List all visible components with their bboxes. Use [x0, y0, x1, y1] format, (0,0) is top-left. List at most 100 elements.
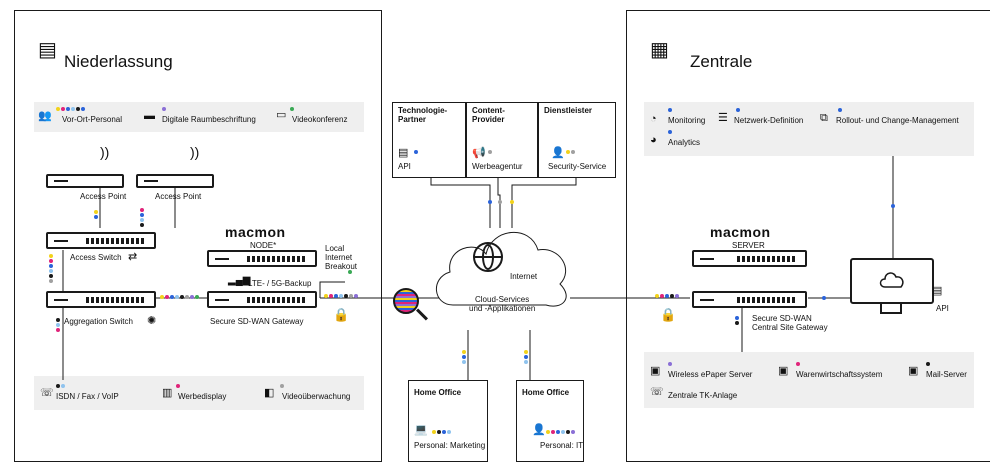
sdwan-gateway — [207, 291, 317, 308]
monitoring-icon: ◔ — [650, 113, 657, 125]
rollout-dot — [838, 108, 842, 112]
partner-title-line-1: Dienstleister — [544, 106, 593, 115]
home-office-1-dots — [462, 350, 466, 364]
user-icon: 👤 — [532, 424, 546, 436]
cloud-services-line-2: und -Applikationen — [469, 304, 536, 313]
user-icon: 👤 — [551, 147, 565, 159]
building-icon: ▤ — [38, 39, 57, 61]
hq-item-pbx: Zentrale TK-Anlage — [668, 391, 738, 400]
hq-title: Zentrale — [690, 52, 753, 71]
lte-backup-label: LTE- / 5G-Backup — [248, 279, 312, 288]
hq-api-label: API — [936, 304, 949, 313]
megaphone-icon: 📢 — [472, 147, 486, 159]
connection-lines — [62, 156, 894, 380]
signal-icon: ▂▄▆ — [228, 275, 251, 286]
camera-icon: ◧ — [264, 387, 275, 399]
hq-top-band — [644, 102, 974, 156]
node-device — [207, 250, 317, 267]
branch-item-staff: Vor-Ort-Personal — [62, 115, 123, 124]
hq-down-dots — [735, 316, 739, 325]
partner-box-technology: Technologie- Partner — [392, 102, 466, 178]
hq-bottom-band — [644, 352, 974, 408]
video-conference-icon: ▭ — [276, 109, 287, 121]
analytics-icon: ◕ — [650, 134, 657, 146]
branch-item-room-signage: Digitale Raumbeschriftung — [162, 115, 256, 124]
access-switch-dots — [49, 254, 53, 283]
epaper-dot — [668, 362, 672, 366]
wire-breakout — [319, 281, 345, 298]
home-office-title: Home Office — [522, 388, 570, 397]
partner-box-service: Dienstleister — [538, 102, 616, 178]
home-office-2-dots — [524, 350, 528, 364]
api-dot — [414, 150, 418, 154]
isdn-dots — [56, 384, 65, 388]
server-link-dot — [822, 296, 826, 300]
ap2-dots — [140, 208, 144, 227]
central-gateway-line-2: Central Site Gateway — [752, 323, 828, 332]
access-switch-label: Access Switch — [70, 253, 122, 262]
node-logo: macmon — [225, 224, 286, 240]
access-point-2 — [136, 174, 214, 188]
megaphone-dot — [488, 150, 492, 154]
aggregation-dots — [160, 295, 199, 299]
access-switch — [46, 232, 156, 249]
staff-dots — [56, 107, 85, 111]
internet-label: Internet — [510, 272, 538, 281]
it-dots — [546, 430, 575, 434]
partner-item-agency: Werbeagentur — [472, 162, 523, 171]
partner-title-line-1: Technologie- — [398, 106, 448, 115]
branch-top-band — [34, 102, 364, 132]
node-name: NODE* — [250, 241, 277, 250]
phone-system-icon: ☏ — [650, 386, 664, 398]
cloud-icon — [435, 232, 567, 307]
home-office-item-it: Personal: IT — [540, 441, 584, 450]
display-icon: ▥ — [162, 387, 173, 399]
partner-connector-dots — [488, 200, 492, 204]
monitoring-dot — [668, 108, 672, 112]
aggregation-switch-label: Aggregation Switch — [64, 317, 133, 326]
video-conference-dot — [290, 107, 294, 111]
aggregation-down-dots — [56, 318, 60, 332]
lock-icon: 🔒 — [660, 307, 677, 322]
partner-title-line-2: Partner — [398, 115, 427, 124]
server-logo: macmon — [710, 224, 771, 240]
definition-dot — [736, 108, 740, 112]
branch-item-isdn: ISDN / Fax / VoIP — [56, 392, 119, 401]
breakout-dot — [348, 270, 352, 274]
wire-partner-2 — [497, 175, 501, 228]
wifi-icon: )) — [190, 144, 200, 160]
access-point-1 — [46, 174, 124, 188]
laptop-icon: 💻 — [414, 424, 428, 436]
partner-connector-dots — [498, 200, 502, 204]
magnifier-icon — [393, 288, 419, 314]
management-link-dot — [891, 204, 895, 208]
staff-icon: 👥 — [38, 110, 52, 122]
globe-icon — [473, 242, 503, 272]
partner-connector-dots — [510, 200, 514, 204]
partner-item-security: Security-Service — [548, 162, 607, 171]
cloud-services-line-1: Cloud-Services — [475, 295, 530, 304]
sun-icon: ✺ — [147, 315, 157, 327]
macmon-server — [692, 250, 807, 267]
branch-bottom-band — [34, 376, 364, 410]
sdwan-gateway-label: Secure SD-WAN Gateway — [210, 317, 304, 326]
access-point-1-label: Access Point — [80, 192, 127, 201]
cloud-app-icon — [879, 272, 904, 288]
hq-item-mail: Mail-Server — [926, 370, 967, 379]
branch-item-video-conference: Videokonferenz — [292, 115, 348, 124]
server-name: SERVER — [732, 241, 765, 250]
network-diagram: ▤ Niederlassung 👥 Vor-Ort-Personal ▬ Dig… — [14, 10, 990, 462]
display-dot — [176, 384, 180, 388]
breakout-line-3: Breakout — [325, 262, 358, 271]
monitor-icon — [850, 258, 934, 304]
room-display-icon: ▬ — [144, 110, 155, 122]
partner-item-api: API — [398, 162, 411, 171]
hq-item-rollout: Rollout- und Change-Management — [836, 116, 959, 125]
marketing-dots — [432, 430, 451, 434]
branch-title: Niederlassung — [64, 52, 173, 71]
wire-partner-1 — [430, 175, 491, 228]
home-office-title: Home Office — [414, 388, 462, 397]
hq-item-erp: Warenwirtschaftssystem — [796, 370, 883, 379]
analytics-dot — [668, 130, 672, 134]
list-icon: ☰ — [718, 112, 728, 124]
